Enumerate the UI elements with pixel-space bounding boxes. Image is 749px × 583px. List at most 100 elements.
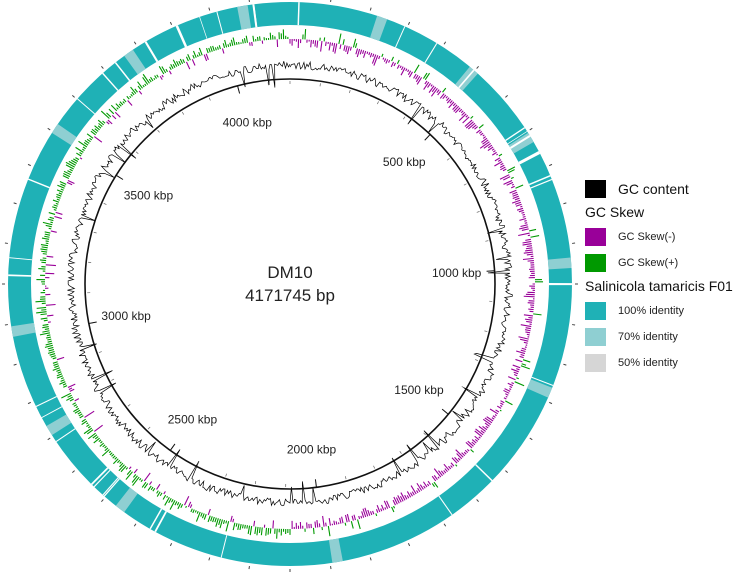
identity-gap <box>475 464 493 482</box>
identity-gap <box>90 467 109 485</box>
minor-tick <box>463 183 467 186</box>
identity-gap <box>199 16 208 39</box>
outer-tick <box>407 21 411 25</box>
tick-label: 2500 kbp <box>168 413 218 427</box>
legend-gc-content-label: GC content <box>618 181 689 197</box>
minor-tick <box>344 476 347 480</box>
identity-gap <box>102 477 119 496</box>
minor-tick <box>484 330 488 332</box>
identity-gap <box>531 376 554 387</box>
identity-gap <box>528 175 551 186</box>
outer-tick <box>133 41 137 45</box>
legend-gc-skew-positive-label: GC Skew(+) <box>618 257 679 269</box>
identity-70-patch <box>115 487 138 513</box>
identity-70-patch <box>370 15 388 41</box>
outer-tick <box>563 363 567 366</box>
tick-label: 1500 kbp <box>394 383 444 397</box>
identity-70-patch <box>547 257 572 270</box>
outer-tick <box>47 437 51 441</box>
legend-gc-skew-positive: GC Skew(+) <box>585 252 749 274</box>
legend-gc-skew-negative: GC Skew(-) <box>585 226 749 248</box>
genome-backbone-circle <box>84 78 496 490</box>
outer-tick <box>208 557 211 561</box>
minor-tick <box>103 203 107 205</box>
minor-tick <box>127 404 131 407</box>
outer-tick <box>407 543 411 547</box>
identity-70-patch <box>328 538 343 563</box>
minor-tick <box>461 386 465 389</box>
outer-tick <box>549 163 553 167</box>
genome-name: DM10 <box>267 263 312 282</box>
identity-gap <box>297 2 300 26</box>
minor-tick <box>135 151 139 154</box>
major-tick <box>115 174 124 180</box>
legend-gc-skew-title: GC Skew <box>585 204 645 220</box>
legend-identity-70: 70% identity <box>585 326 749 348</box>
legend: GC content GC Skew GC Skew(-) GC Skew(+)… <box>585 178 749 378</box>
identity-gap <box>518 151 540 164</box>
legend-gc-content: GC content <box>585 178 749 200</box>
genome-length: 4171745 bp <box>245 286 335 305</box>
identity-gap <box>35 396 57 408</box>
identity-70-patch <box>124 49 146 75</box>
legend-reference-title: Salinicola tamaricis F01 <box>585 278 733 294</box>
major-tick <box>169 443 176 451</box>
minor-tick <box>111 378 115 381</box>
minor-tick <box>475 359 479 361</box>
legend-gc-skew-positive-swatch <box>585 254 606 272</box>
legend-identity-100: 100% identity <box>585 300 749 322</box>
identity-gap <box>395 26 406 48</box>
identity-gap <box>93 469 111 488</box>
identity-gap <box>176 25 188 47</box>
identity-70-patch <box>11 322 36 337</box>
minor-tick <box>181 111 185 115</box>
outer-tick <box>13 202 17 205</box>
gc-content-ring <box>67 60 513 507</box>
legend-identity-50: 50% identity <box>585 352 749 374</box>
identity-100-band <box>8 2 572 566</box>
identity-gap <box>149 508 163 530</box>
identity-70-patch <box>51 124 77 146</box>
legend-gc-skew-negative-label: GC Skew(-) <box>618 231 676 243</box>
minor-tick <box>373 465 376 469</box>
outer-tick <box>505 470 508 473</box>
outer-tick <box>101 499 104 502</box>
major-tick <box>237 85 241 94</box>
minor-tick <box>485 240 489 242</box>
gc-skew-positive-trace <box>35 29 544 539</box>
outer-tick <box>476 499 479 502</box>
backbone-tick-marks <box>87 81 495 488</box>
identity-gap <box>509 135 531 149</box>
minor-tick <box>93 231 97 234</box>
major-tick <box>486 270 495 272</box>
outer-tick <box>529 437 533 441</box>
identity-gap <box>102 72 119 91</box>
minor-tick <box>157 129 160 133</box>
outer-tick <box>13 363 17 366</box>
tick-label: 3000 kbp <box>101 309 151 323</box>
outer-tick <box>549 401 553 405</box>
legend-identity-100-swatch <box>585 302 606 320</box>
identity-gap <box>144 41 159 63</box>
legend-gc-skew-negative-swatch <box>585 228 606 246</box>
legend-gc-content-swatch <box>585 180 606 198</box>
minor-tick <box>197 461 200 465</box>
minor-tick <box>225 473 227 477</box>
identity-ring-gaps <box>8 2 573 563</box>
identity-gap <box>507 131 528 145</box>
identity-gap <box>154 511 168 533</box>
legend-identity-50-label: 50% identity <box>618 357 678 369</box>
identity-gap <box>103 478 120 497</box>
minor-tick <box>399 450 402 454</box>
outer-tick <box>529 127 533 131</box>
identity-gap <box>77 98 96 115</box>
tick-label: 1000 kbp <box>432 266 482 280</box>
minor-tick <box>254 480 257 485</box>
minor-tick <box>147 426 151 430</box>
outer-tick <box>443 41 447 45</box>
identity-70-patch <box>46 414 72 436</box>
identity-gap <box>175 25 187 48</box>
identity-gap <box>27 178 50 189</box>
